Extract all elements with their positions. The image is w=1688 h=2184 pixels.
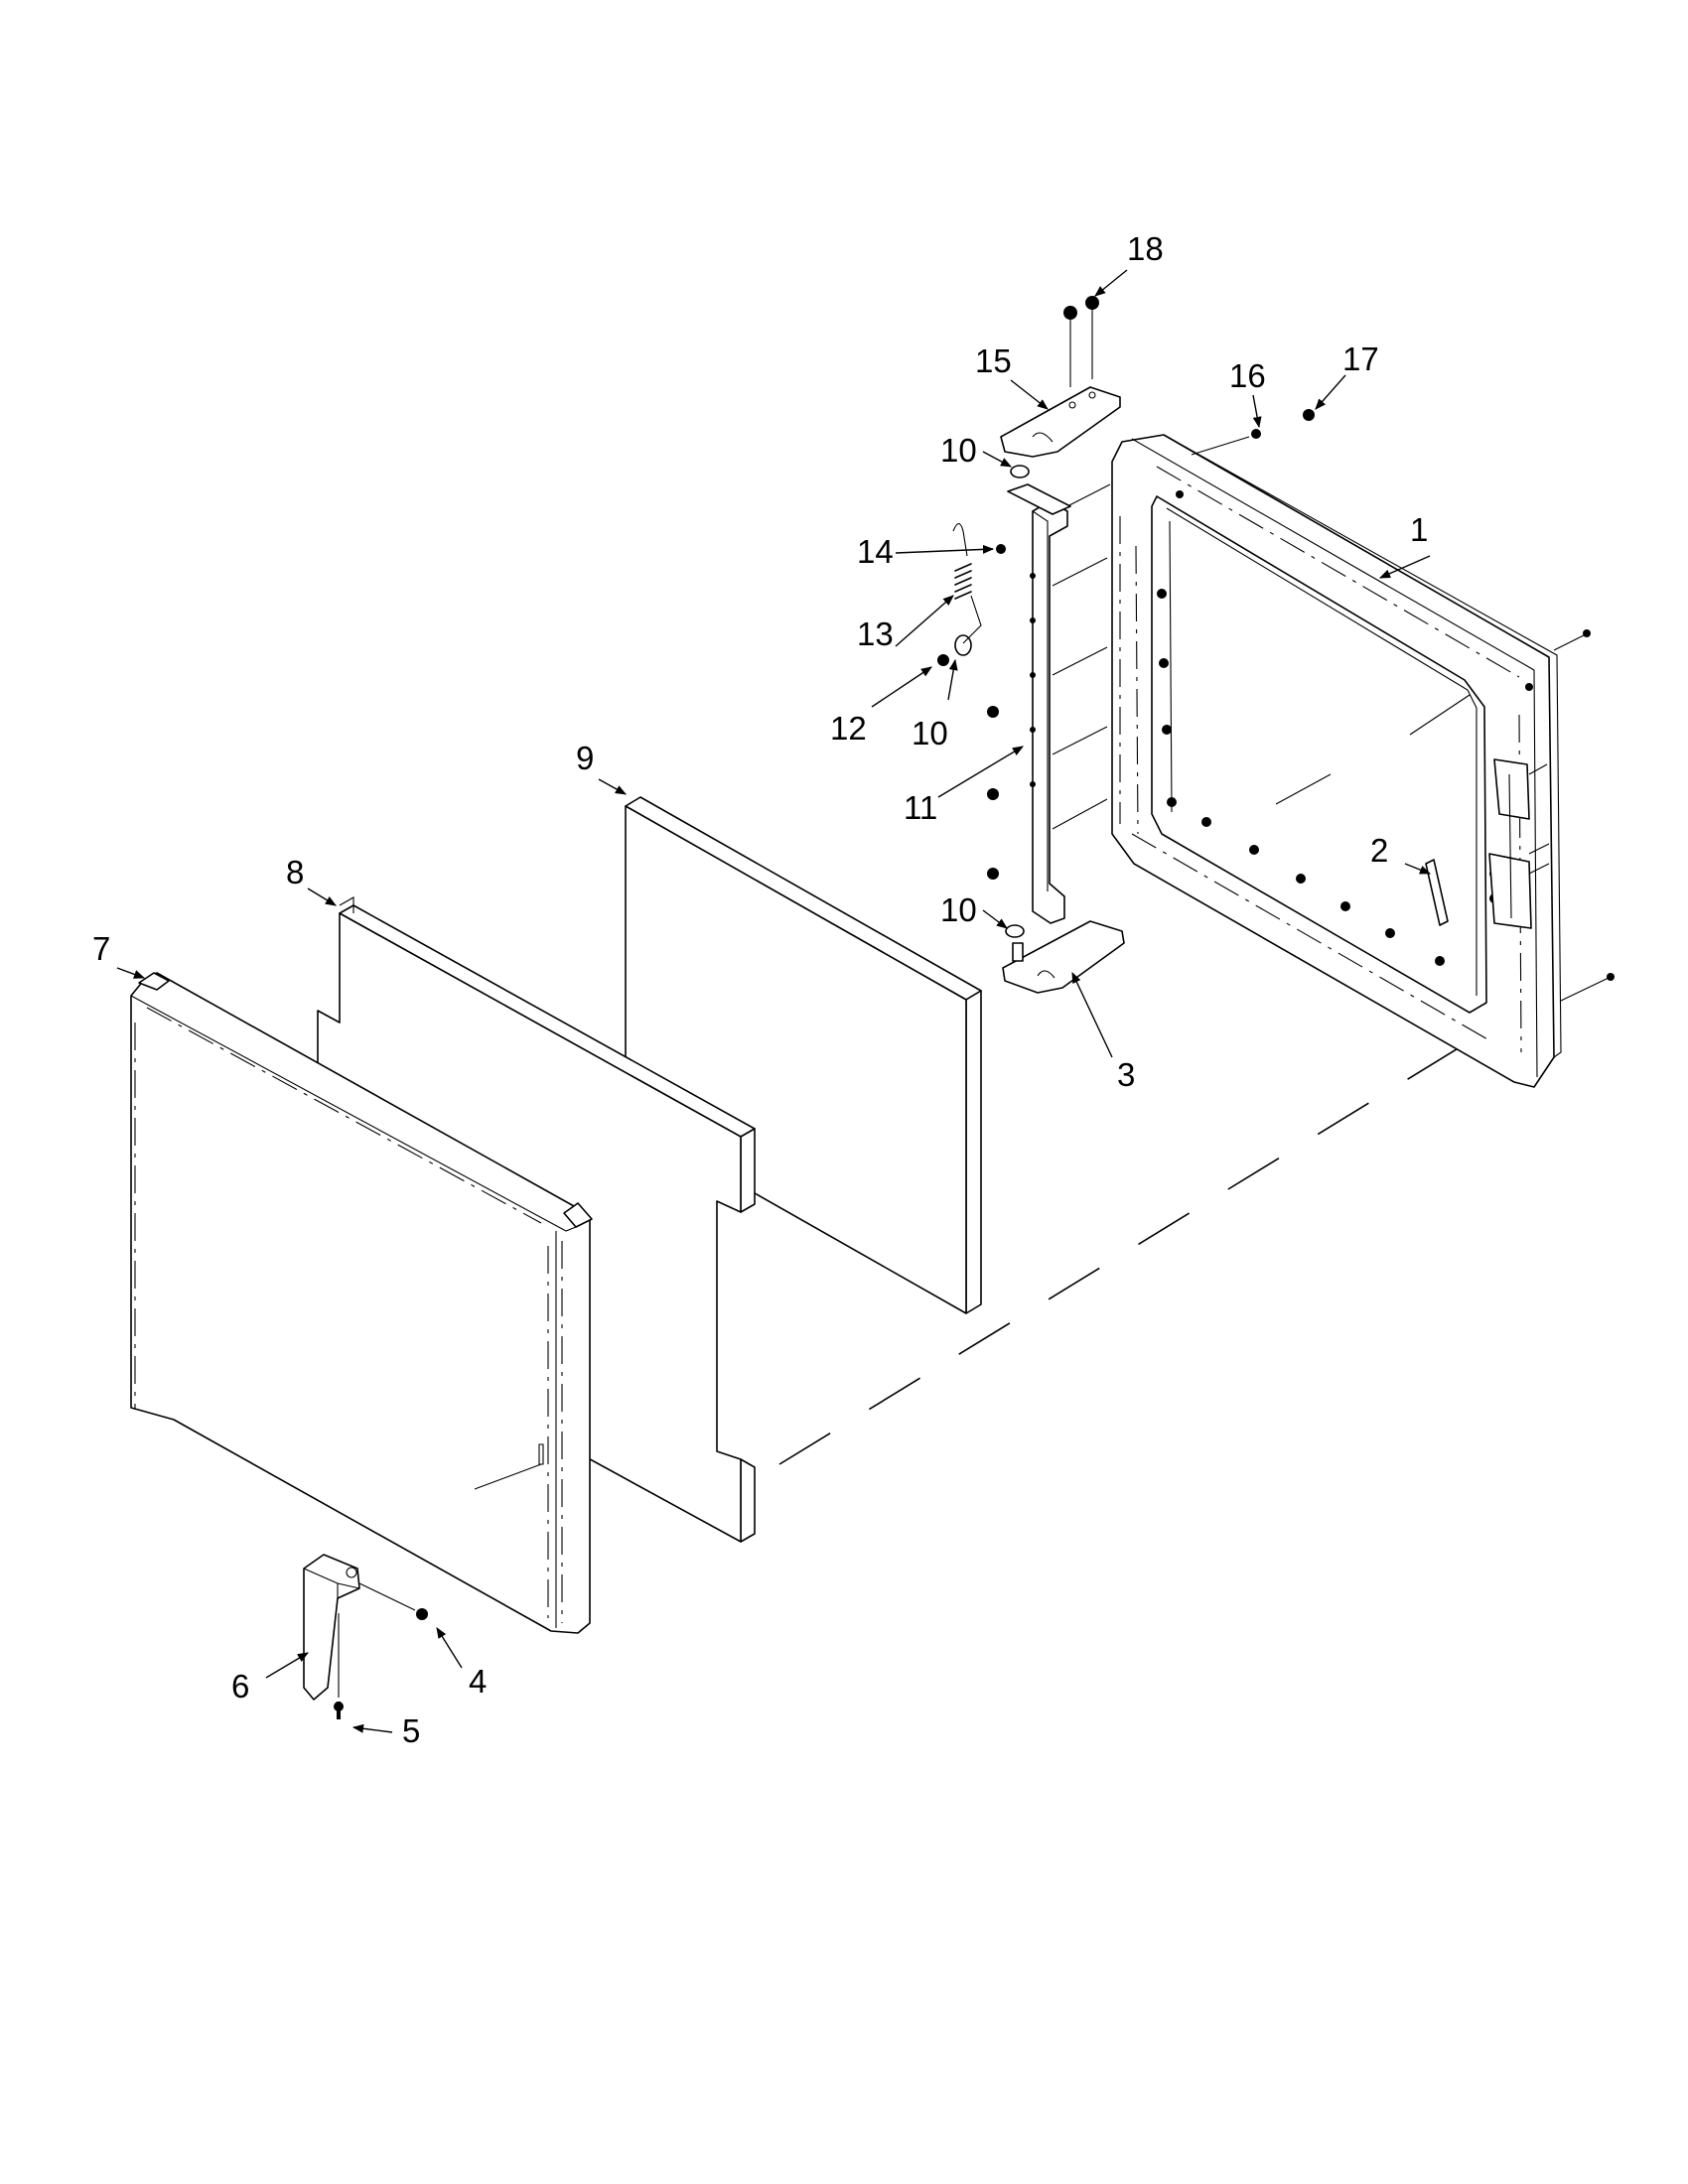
part-2-pin	[1425, 859, 1449, 926]
callout-12: 12	[830, 710, 867, 747]
callout-2: 2	[1370, 832, 1388, 869]
part-14-screw	[996, 544, 1006, 554]
part-4-screw	[358, 1582, 428, 1620]
callout-labels: 1 2 3 4 5 6 7 8 9 10 10 10 11 12 13 14 1…	[92, 230, 1428, 1749]
part-17-nut	[1303, 409, 1315, 421]
callout-7: 7	[92, 930, 110, 967]
leader-lines	[116, 269, 1432, 1733]
callout-10-middle: 10	[912, 715, 948, 751]
part-5-screw	[334, 1613, 344, 1719]
part-6-handle-bracket	[303, 1554, 360, 1701]
callout-1: 1	[1410, 511, 1428, 548]
callout-10-top: 10	[940, 432, 977, 469]
callout-9: 9	[576, 740, 594, 776]
callout-6: 6	[231, 1668, 249, 1705]
part-13-spring	[952, 522, 982, 644]
part-10-washers	[954, 465, 1030, 938]
callout-4: 4	[469, 1663, 487, 1700]
part-12-nut	[937, 654, 949, 666]
callout-3: 3	[1117, 1056, 1135, 1093]
part-15-top-hinge-bracket	[1000, 386, 1121, 458]
part-18-screws	[1063, 296, 1099, 387]
callout-10-bottom: 10	[940, 891, 977, 928]
part-9-insulation-panel	[625, 796, 982, 1314]
assembly-axis-line	[778, 1043, 1466, 1465]
hinge-alignment-lines	[1052, 483, 1111, 830]
callout-13: 13	[857, 615, 894, 652]
callout-17: 17	[1342, 341, 1379, 377]
callout-8: 8	[286, 854, 304, 890]
callout-11: 11	[904, 789, 937, 826]
part-3-lower-hinge-bracket	[1002, 920, 1125, 994]
part-16-screw	[1191, 429, 1261, 456]
callout-5: 5	[402, 1712, 420, 1749]
callout-18: 18	[1127, 230, 1164, 267]
hinge-screws	[987, 706, 999, 880]
part-11-hinge-channel	[1007, 483, 1071, 924]
callout-15: 15	[975, 342, 1012, 379]
callout-16: 16	[1229, 357, 1266, 394]
part-1-door-frame	[1111, 434, 1615, 1088]
callout-14: 14	[857, 533, 894, 570]
part-7-outer-door-panel	[130, 972, 593, 1634]
